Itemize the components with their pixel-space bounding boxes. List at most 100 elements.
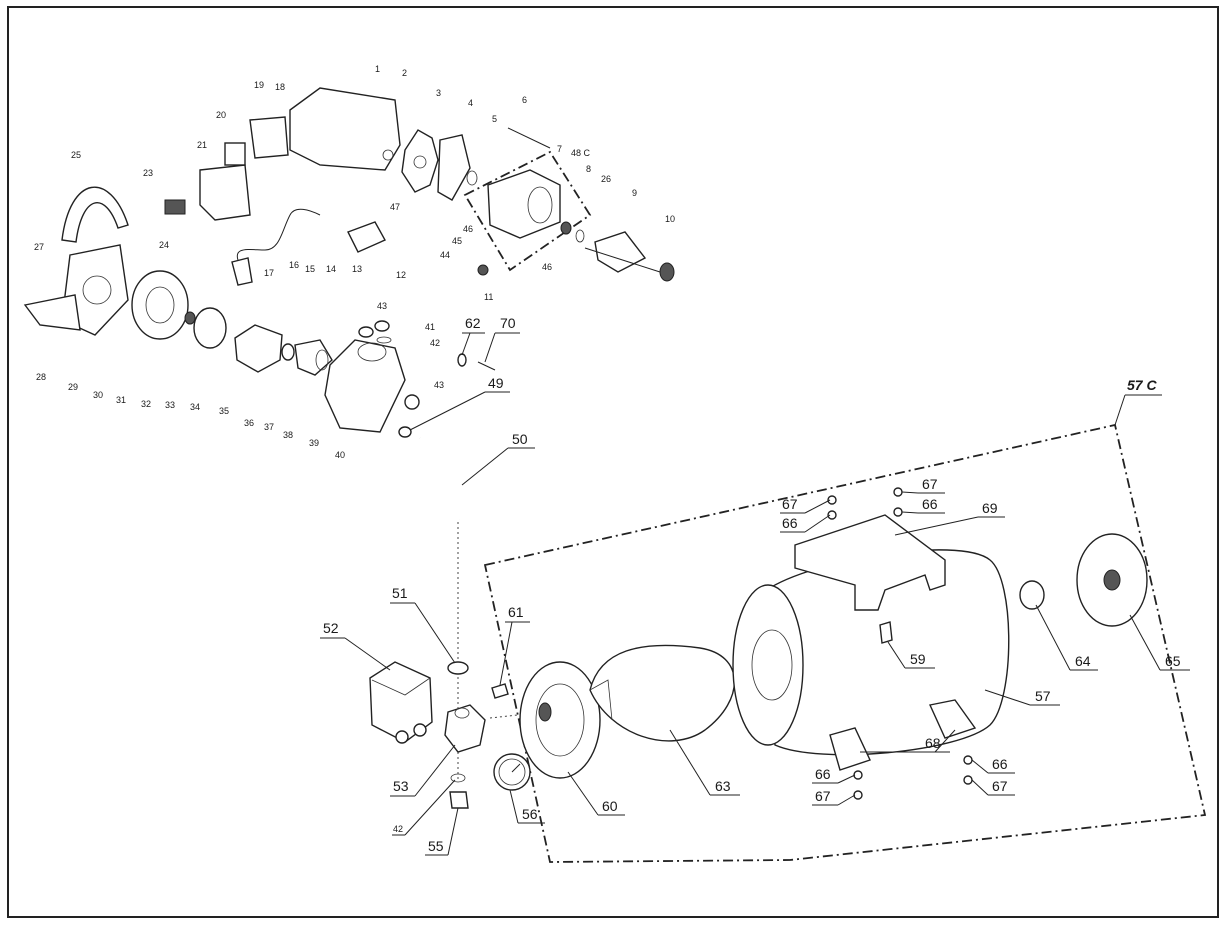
oring-42-part xyxy=(376,336,392,344)
label-70: 70 xyxy=(500,315,516,331)
washer-51-part xyxy=(447,661,469,675)
label-50: 50 xyxy=(512,431,528,447)
label-56: 56 xyxy=(522,806,538,822)
gauge-needle xyxy=(511,763,521,773)
label-66-c: 66 xyxy=(815,766,831,782)
pressure-switch-top xyxy=(371,677,431,696)
nut-67-d xyxy=(963,775,973,785)
oring-39-part xyxy=(315,349,329,371)
pump-outlet-43 xyxy=(404,394,420,410)
label-42: 42 xyxy=(430,338,440,348)
label-30: 30 xyxy=(93,390,103,400)
label-15: 15 xyxy=(305,264,315,274)
nut-11-part xyxy=(477,264,489,276)
label-45: 45 xyxy=(452,236,462,246)
label-68: 68 xyxy=(925,735,941,751)
five-way-fitting-part xyxy=(444,704,486,753)
label-60: 60 xyxy=(602,798,618,814)
power-cable-part xyxy=(237,208,321,266)
housing-screw xyxy=(382,149,394,161)
bearing-34-part xyxy=(184,311,196,325)
label-26: 26 xyxy=(601,174,611,184)
label-3: 3 xyxy=(436,88,441,98)
label-41: 41 xyxy=(425,322,435,332)
seal-26-part xyxy=(575,229,585,243)
label-18: 18 xyxy=(275,82,285,92)
mounting-bracket-part xyxy=(794,514,946,611)
stator-part xyxy=(487,169,561,239)
label-17: 17 xyxy=(264,268,274,278)
label-48c: 48 C xyxy=(571,148,591,158)
connector-55-part xyxy=(449,791,469,809)
label-67-d: 67 xyxy=(992,778,1008,794)
end-cap-64-part xyxy=(1019,580,1045,610)
fan-part xyxy=(401,129,439,193)
rear-housing-hole xyxy=(82,275,112,305)
diffuser-part xyxy=(193,307,227,349)
fan-hub xyxy=(413,155,427,169)
label-20: 20 xyxy=(216,110,226,120)
label-66-a: 66 xyxy=(782,515,798,531)
impeller-part xyxy=(234,324,283,373)
nut-67-b xyxy=(893,487,903,497)
label-20-part xyxy=(224,142,246,166)
label-67-a: 67 xyxy=(782,496,798,512)
cable-plug-part xyxy=(231,257,253,286)
hose-inner xyxy=(419,436,463,521)
label-47: 47 xyxy=(390,202,400,212)
nut-67-c xyxy=(853,790,863,800)
label-28: 28 xyxy=(36,372,46,382)
label-2: 2 xyxy=(402,68,407,78)
diaphragm-part xyxy=(589,644,736,742)
plug-41-part xyxy=(374,320,390,332)
tank-foot-right xyxy=(928,699,977,739)
tank-flange-part xyxy=(519,661,601,779)
label-24: 24 xyxy=(159,240,169,250)
small-labels: 1 2 3 4 5 6 7 48 C 8 26 9 10 11 46 45 44… xyxy=(34,64,675,460)
label-27: 27 xyxy=(34,242,44,252)
oring-42-lower xyxy=(450,773,466,783)
plug-43-top xyxy=(358,326,374,338)
bearing-10-part xyxy=(659,262,675,282)
air-valve-part xyxy=(879,621,893,644)
label-51: 51 xyxy=(392,585,408,601)
flange-38-part xyxy=(294,339,333,376)
label-57: 57 xyxy=(1035,688,1051,704)
pump-body-part xyxy=(324,339,406,433)
label-12: 12 xyxy=(396,270,406,280)
seal-37-part xyxy=(281,343,295,361)
pressure-switch-part xyxy=(369,661,433,743)
label-32: 32 xyxy=(141,399,151,409)
label-5: 5 xyxy=(492,114,497,124)
label-55: 55 xyxy=(428,838,444,854)
label-13: 13 xyxy=(352,264,362,274)
rotor-part xyxy=(594,231,647,273)
tank-flange-nipple xyxy=(538,702,552,722)
tank-end-part xyxy=(732,584,804,746)
washer-66-c xyxy=(853,770,863,780)
washer-66-a xyxy=(827,510,837,520)
label-43: 43 xyxy=(434,380,444,390)
label-65: 65 xyxy=(1165,653,1181,669)
label-8: 8 xyxy=(586,164,591,174)
nut-67-a xyxy=(827,495,837,505)
washer-66-d xyxy=(963,755,973,765)
terminal-box-part xyxy=(199,164,251,221)
washer-66-b xyxy=(893,507,903,517)
label-group-57c: 57 C xyxy=(1127,377,1157,393)
label-23: 23 xyxy=(143,168,153,178)
label-61: 61 xyxy=(508,604,524,620)
capacitor-cover-18 xyxy=(249,116,289,159)
label-9: 9 xyxy=(632,188,637,198)
mounting-foot-part xyxy=(23,294,81,331)
label-52: 52 xyxy=(323,620,339,636)
label-46-b: 46 xyxy=(542,262,552,272)
label-31: 31 xyxy=(116,395,126,405)
tank-group-outline xyxy=(483,423,1207,863)
label-35: 35 xyxy=(219,406,229,416)
label-40: 40 xyxy=(335,450,345,460)
label-67-b: 67 xyxy=(922,476,938,492)
tank-flange-inner xyxy=(535,683,585,757)
label-66-b: 66 xyxy=(922,496,938,512)
screw-61-part xyxy=(491,683,509,699)
